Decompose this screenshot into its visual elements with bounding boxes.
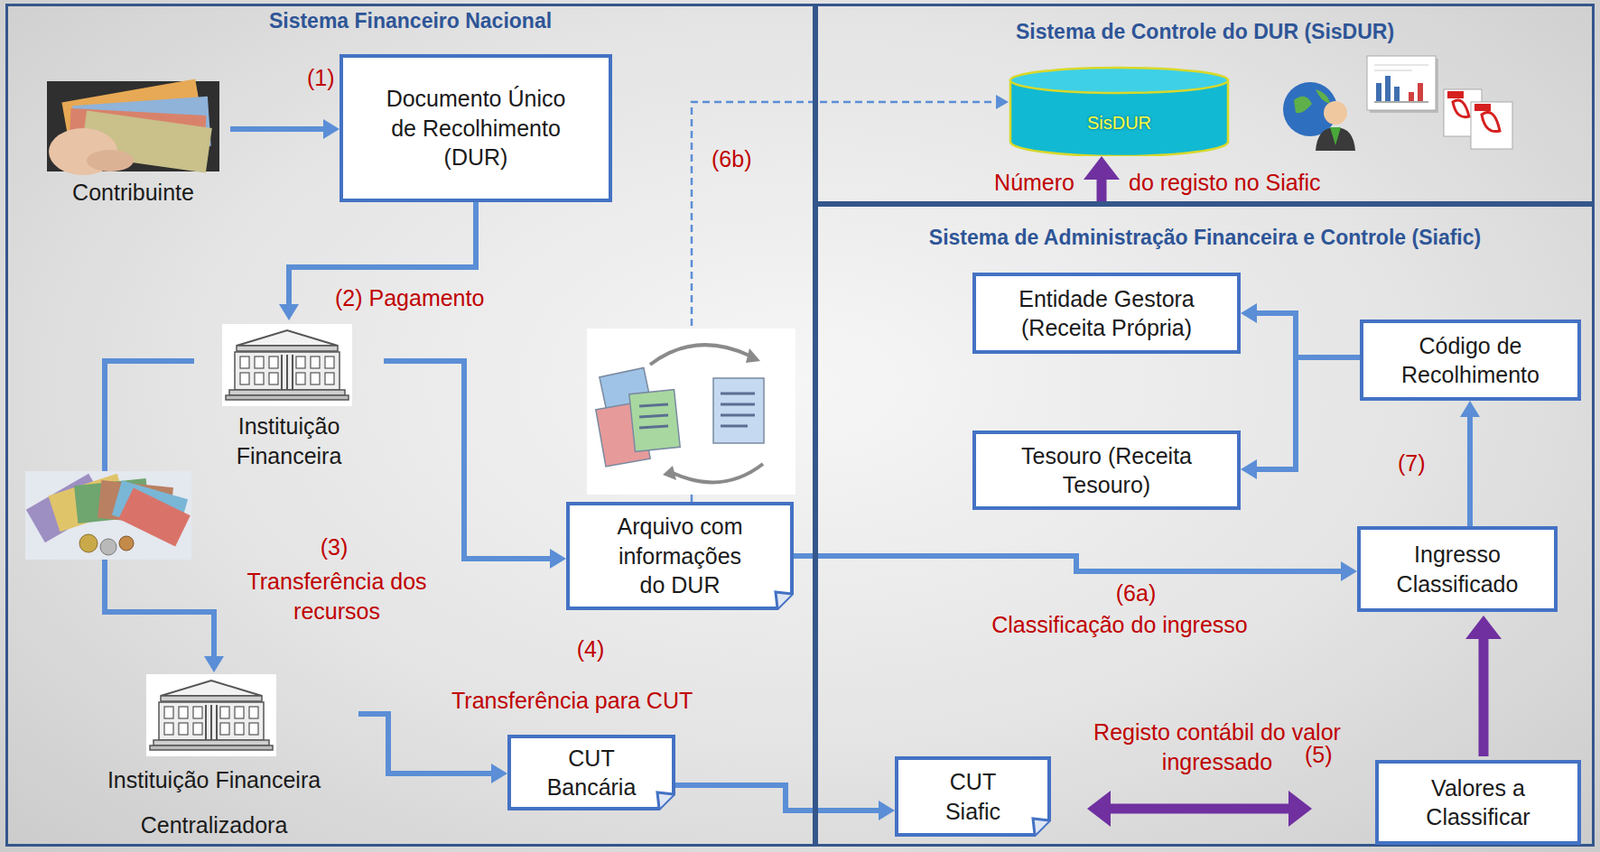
edge-label: Classificação do ingresso xyxy=(957,610,1283,641)
node-text: CUT Bancária xyxy=(537,744,646,803)
arrow-head xyxy=(1240,303,1257,324)
arrow-head xyxy=(279,304,299,321)
connector-line xyxy=(793,556,1343,572)
bank-node: Instituição Financeira xyxy=(194,320,384,473)
bank-icon xyxy=(146,674,277,757)
documents-exchange-picture xyxy=(586,328,796,495)
connector-line xyxy=(1097,177,1107,205)
flow-arrow xyxy=(358,714,508,784)
document-box: Arquivo com informações do DUR xyxy=(566,502,794,611)
edge-label: Transferência dos recursos xyxy=(223,567,450,626)
document-box: CUT Siafic xyxy=(894,756,1052,838)
callout-label: do registo no Siafic xyxy=(1128,167,1321,198)
arrow-head xyxy=(878,800,895,821)
document-outline xyxy=(894,756,1052,838)
node-text: Contribuinte xyxy=(72,177,195,208)
flow-arrow xyxy=(104,361,224,673)
node-text: Ingresso Classificado xyxy=(1380,539,1535,599)
arrow-head xyxy=(1083,156,1120,180)
edge-label: (6b) xyxy=(711,144,752,175)
callout-label: (4) xyxy=(563,634,618,665)
edge-label: (7) xyxy=(1397,448,1426,479)
arrow-head xyxy=(1288,790,1312,828)
flow-arrow xyxy=(1460,400,1480,527)
node-text: Código de Recolhimento xyxy=(1373,331,1568,391)
connector-line xyxy=(104,361,214,659)
process-box: Código de Recolhimento xyxy=(1359,319,1582,401)
arrow-head xyxy=(1460,400,1480,418)
panel-heading: Sistema de Administração Financeira e Co… xyxy=(818,224,1592,252)
arrow-head xyxy=(1240,459,1257,480)
node-text: Valores a Classificar xyxy=(1396,773,1560,833)
flow-arrow xyxy=(793,556,1358,582)
bank-node: Instituição Financeira Centralizadora xyxy=(69,672,359,850)
edge-label: (2) Pagamento xyxy=(334,283,484,314)
connector-line xyxy=(1255,357,1360,470)
node-text: CUT Siafic xyxy=(928,767,1019,827)
node-text: Arquivo com informações do DUR xyxy=(607,511,753,601)
process-box: Valores a Classificar xyxy=(1375,760,1582,846)
arrow-head xyxy=(204,656,224,673)
arrow-head xyxy=(323,119,340,140)
pdf-files-icon xyxy=(1443,89,1513,149)
money-photo xyxy=(46,78,220,176)
thick-arrow xyxy=(1083,156,1120,205)
node-text: Instituição Financeira xyxy=(194,411,384,471)
document-box: CUT Bancária xyxy=(507,734,676,811)
node-text: Documento Único de Recolhimento (DUR) xyxy=(376,83,576,173)
arrow-head xyxy=(1087,790,1111,828)
process-box: Documento Único de Recolhimento (DUR) xyxy=(339,54,613,203)
flow-arrow xyxy=(1240,357,1360,480)
globe-user-icon xyxy=(1283,82,1356,151)
system-panel: Sistema Financeiro NacionalContribuinte D… xyxy=(5,3,816,847)
database-cylinder: SisDUR xyxy=(1008,65,1230,157)
connector-line xyxy=(691,102,998,503)
connector-line xyxy=(1108,804,1291,815)
node-text: Instituição Financeira Centralizadora xyxy=(69,757,359,848)
connector-line xyxy=(1479,637,1489,757)
callout-label: (5) xyxy=(1304,740,1333,771)
arrow-head xyxy=(995,94,1009,110)
thick-arrow xyxy=(1087,790,1312,828)
node-text: Entidade Gestora (Receita Própria) xyxy=(1003,284,1211,344)
arrow-head xyxy=(491,763,508,784)
actor-node: Contribuinte xyxy=(36,77,231,209)
chart-report-icon xyxy=(1367,55,1439,113)
connector-line xyxy=(230,126,326,132)
connector-line xyxy=(1255,313,1360,358)
connector-line xyxy=(675,785,881,811)
panel-heading: Sistema de Controle do DUR (SisDUR) xyxy=(818,18,1592,47)
arrow-head xyxy=(1340,561,1358,582)
callout-label: (3) xyxy=(297,532,371,563)
edge-label: Transferência para CUT xyxy=(451,686,693,717)
process-box: Tesouro (Receita Tesouro) xyxy=(972,430,1241,511)
arrow-head xyxy=(1465,615,1502,640)
process-box: Entidade Gestora (Receita Própria) xyxy=(972,272,1241,354)
callout-label: (1) xyxy=(306,63,335,94)
flow-arrow xyxy=(230,119,340,140)
flow-arrow xyxy=(383,361,567,569)
connector-line xyxy=(358,714,494,774)
flow-arrow xyxy=(1240,303,1360,358)
callout-label: Número xyxy=(957,167,1075,198)
flow-arrow xyxy=(675,785,895,821)
process-box: Ingresso Classificado xyxy=(1357,526,1558,613)
callout-label: (6a) xyxy=(1108,578,1163,609)
node-text: SisDUR xyxy=(1087,111,1152,135)
dashed-arrow xyxy=(691,94,1009,503)
node-text: Tesouro (Receita Tesouro) xyxy=(994,441,1220,501)
connector-line xyxy=(1467,415,1473,527)
panel-heading: Sistema Financeiro Nacional xyxy=(8,8,813,36)
arrow-head xyxy=(549,548,567,569)
bank-icon xyxy=(222,324,353,407)
banknotes-fan xyxy=(25,471,192,560)
connector-line xyxy=(383,361,552,559)
cylinder-outline xyxy=(1008,65,1230,157)
thick-arrow xyxy=(1465,615,1502,757)
